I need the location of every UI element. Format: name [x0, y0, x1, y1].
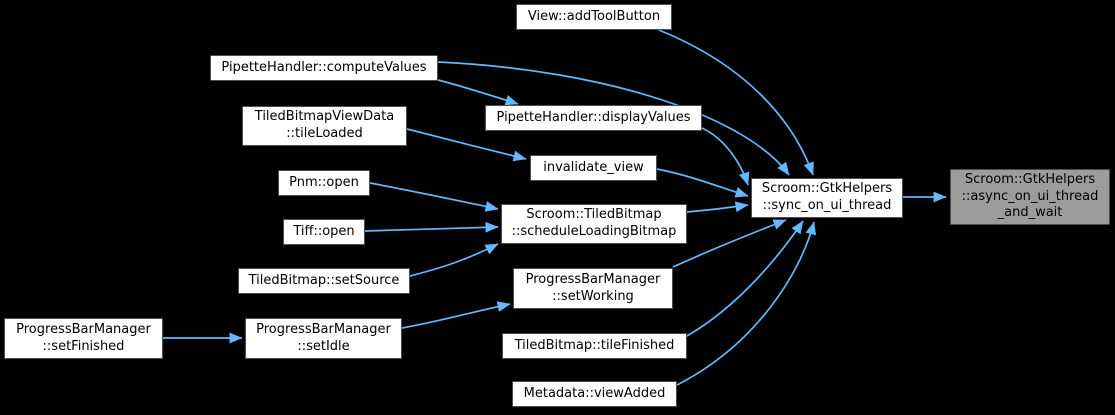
- edge-setidle-to-setworking: [401, 301, 511, 329]
- edge-computevalues-to-sync: [437, 61, 790, 176]
- edge-setsource-to-scheduleloadingbitmap: [409, 243, 499, 277]
- node-pnm-open[interactable]: Pnm::open: [278, 170, 370, 196]
- edge-pnm-open-to-scheduleloadingbitmap: [369, 182, 499, 212]
- node-scroom-gtkhelpers-async-on-ui-thread-and-wait: Scroom::GtkHelpers ::async_on_ui_thread …: [950, 169, 1110, 225]
- node-progressbarmanager-setidle[interactable]: ProgressBarManager ::setIdle: [245, 318, 402, 359]
- edge-tilefinished-to-sync: [686, 220, 804, 337]
- node-invalidate-view[interactable]: invalidate_view: [530, 155, 657, 181]
- node-tiledbitmap-setsource[interactable]: TiledBitmap::setSource: [238, 268, 410, 294]
- edge-invalidate-view-to-sync: [656, 168, 749, 198]
- node-scroom-tiledbitmap-scheduleloadingbitmap[interactable]: Scroom::TiledBitmap ::scheduleLoadingBit…: [501, 204, 687, 244]
- edge-displayvalues-to-sync: [701, 127, 750, 186]
- edge-setworking-to-sync: [672, 219, 787, 268]
- edge-computevalues-to-displayvalues: [437, 79, 519, 106]
- node-progressbarmanager-setworking[interactable]: ProgressBarManager ::setWorking: [513, 268, 673, 309]
- node-metadata-viewadded[interactable]: Metadata::viewAdded: [512, 381, 677, 407]
- node-tiledbitmapviewdata-tileloaded[interactable]: TiledBitmapViewData ::tileLoaded: [242, 106, 407, 146]
- edge-viewadded-to-sync: [676, 221, 817, 386]
- node-scroom-gtkhelpers-sync-on-ui-thread[interactable]: Scroom::GtkHelpers ::sync_on_ui_thread: [751, 178, 903, 218]
- edge-tileloaded-to-invalidate-view: [406, 128, 527, 162]
- edge-addtoolbutton-to-sync: [658, 29, 814, 176]
- node-pipettehandler-computevalues[interactable]: PipetteHandler::computeValues: [210, 55, 438, 81]
- edge-tiff-open-to-scheduleloadingbitmap: [364, 221, 499, 233]
- node-tiledbitmap-tilefinished[interactable]: TiledBitmap::tileFinished: [502, 333, 687, 359]
- edge-scheduleloadingbitmap-to-sync: [686, 201, 749, 213]
- node-pipettehandler-displayvalues[interactable]: PipetteHandler::displayValues: [485, 105, 702, 131]
- node-progressbarmanager-setfinished[interactable]: ProgressBarManager ::setFinished: [4, 318, 163, 359]
- node-view-addtoolbutton[interactable]: View::addToolButton: [516, 4, 672, 30]
- node-tiff-open[interactable]: Tiff::open: [283, 219, 365, 245]
